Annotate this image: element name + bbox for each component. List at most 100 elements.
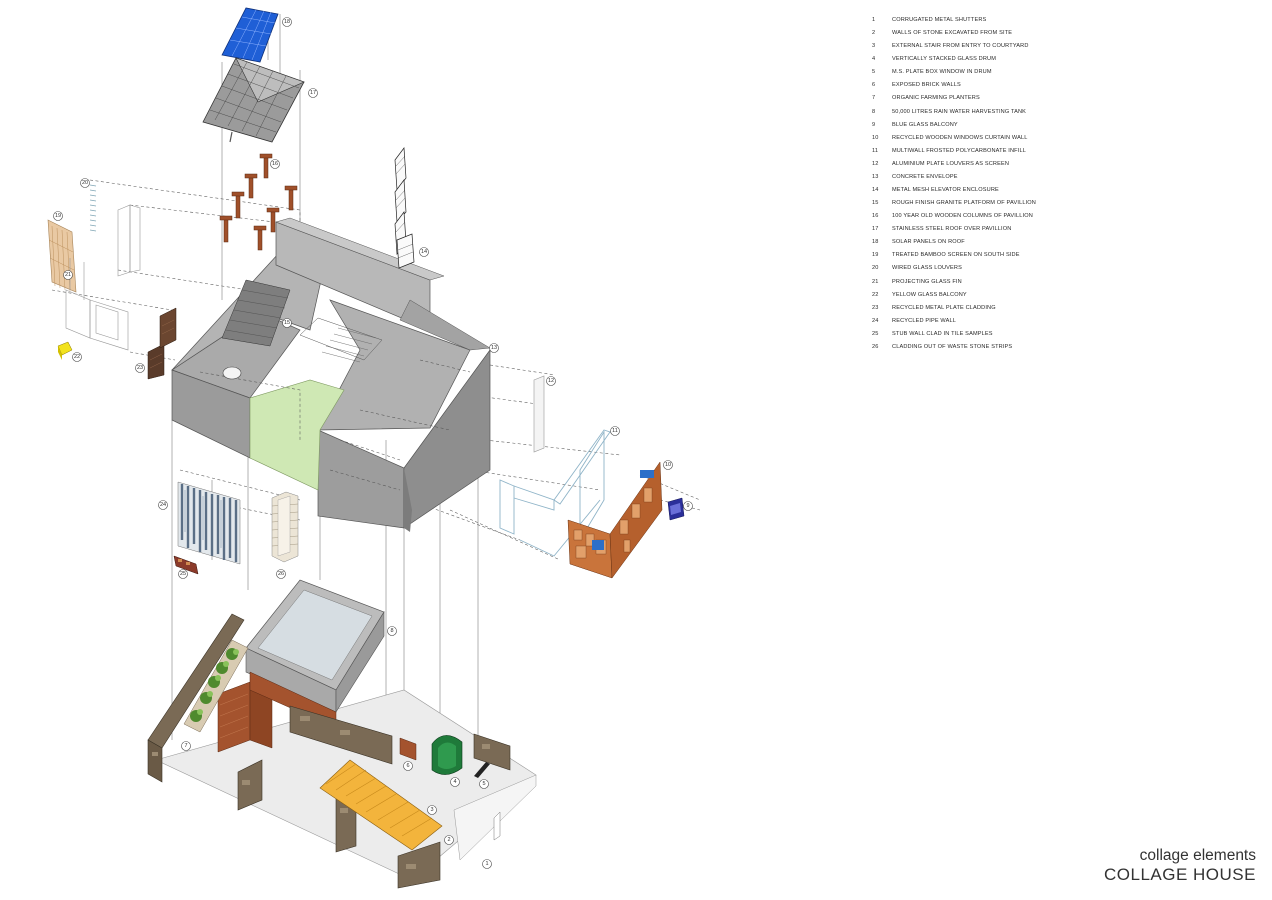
legend-label: VERTICALLY STACKED GLASS DRUM bbox=[892, 56, 997, 63]
polycarbonate-infill bbox=[499, 429, 611, 557]
svg-text:20: 20 bbox=[82, 180, 88, 186]
legend-item: 19 TREATED BAMBOO SCREEN ON SOUTH SIDE bbox=[872, 249, 1112, 262]
projecting-glass-fin bbox=[65, 258, 129, 351]
legend-item: 10 RECYCLED WOODEN WINDOWS CURTAIN WALL bbox=[872, 132, 1112, 145]
callout-17: 17 bbox=[308, 88, 318, 98]
callout-4: 4 bbox=[450, 777, 460, 787]
legend-number: 26 bbox=[872, 343, 879, 350]
legend-number: 21 bbox=[872, 278, 879, 285]
drawing-title: COLLAGE HOUSE bbox=[1104, 865, 1256, 884]
glass-drum bbox=[431, 735, 463, 775]
legend-number: 5 bbox=[872, 69, 876, 76]
legend-number: 1 bbox=[872, 17, 876, 23]
legend-number: 22 bbox=[872, 291, 879, 298]
legend-label: PROJECTING GLASS FIN bbox=[892, 278, 962, 285]
legend-label: ORGANIC FARMING PLANTERS bbox=[892, 95, 980, 102]
legend-label: CONCRETE ENVELOPE bbox=[892, 173, 958, 180]
legend-label: SOLAR PANELS ON ROOF bbox=[892, 239, 965, 246]
svg-text:2: 2 bbox=[447, 837, 450, 843]
legend-number: 8 bbox=[872, 108, 876, 115]
callout-25: 25 bbox=[178, 569, 188, 579]
legend-label: WALLS OF STONE EXCAVATED FROM SITE bbox=[892, 30, 1013, 37]
callout-26: 26 bbox=[276, 569, 286, 579]
legend-label: ALUMINIUM PLATE LOUVERS AS SCREEN bbox=[892, 160, 1010, 167]
legend-number: 12 bbox=[872, 160, 879, 167]
blue-glass-balcony bbox=[667, 497, 685, 521]
svg-text:7: 7 bbox=[184, 743, 187, 749]
svg-text:14: 14 bbox=[421, 249, 427, 255]
svg-text:16: 16 bbox=[272, 161, 278, 167]
legend-label: STUB WALL CLAD IN TILE SAMPLES bbox=[892, 330, 993, 337]
legend-item: 12 ALUMINIUM PLATE LOUVERS AS SCREEN bbox=[872, 158, 1112, 171]
callout-22: 22 bbox=[72, 352, 82, 362]
legend-label: TREATED BAMBOO SCREEN ON SOUTH SIDE bbox=[892, 252, 1020, 259]
callout-5: 5 bbox=[479, 779, 489, 789]
corrugated-shutters bbox=[493, 811, 501, 841]
callout-14: 14 bbox=[419, 247, 429, 257]
legend-number: 20 bbox=[872, 265, 879, 272]
legend-number: 23 bbox=[872, 304, 879, 311]
legend-label: RECYCLED WOODEN WINDOWS CURTAIN WALL bbox=[892, 134, 1028, 141]
wired-glass-louvers bbox=[89, 184, 97, 232]
legend-number: 25 bbox=[872, 330, 879, 337]
svg-text:19: 19 bbox=[55, 213, 61, 219]
waste-stone-cladding bbox=[271, 491, 299, 563]
callout-21: 21 bbox=[63, 270, 73, 280]
svg-text:24: 24 bbox=[160, 502, 166, 508]
legend-number: 11 bbox=[872, 147, 879, 154]
callout-11: 11 bbox=[610, 426, 620, 436]
callout-18: 18 bbox=[282, 17, 292, 27]
legend-label: EXTERNAL STAIR FROM ENTRY TO COURTYARD bbox=[892, 43, 1029, 50]
bamboo-screen bbox=[47, 219, 77, 293]
callout-8: 8 bbox=[387, 626, 397, 636]
callout-13: 13 bbox=[489, 343, 499, 353]
legend-number: 10 bbox=[872, 134, 879, 141]
legend-number: 7 bbox=[872, 95, 876, 102]
callout-9: 9 bbox=[683, 501, 693, 511]
svg-text:26: 26 bbox=[278, 571, 284, 577]
legend-label: EXPOSED BRICK WALLS bbox=[892, 82, 961, 89]
metal-mesh-elevator bbox=[394, 147, 415, 269]
wooden-windows-curtain-wall bbox=[567, 461, 663, 579]
rain-water-tank bbox=[245, 579, 385, 714]
legend-number: 18 bbox=[872, 239, 879, 246]
stub-wall-tiles bbox=[173, 555, 199, 575]
organic-planters bbox=[183, 639, 249, 733]
solar-panels bbox=[221, 7, 279, 63]
box-window bbox=[474, 762, 490, 778]
svg-text:11: 11 bbox=[612, 428, 618, 434]
svg-text:22: 22 bbox=[74, 354, 80, 360]
legend-number: 15 bbox=[872, 200, 879, 207]
svg-text:5: 5 bbox=[482, 781, 485, 787]
title-block: collage elements COLLAGE HOUSE bbox=[1104, 846, 1256, 885]
legend-label: RECYCLED PIPE WALL bbox=[892, 317, 957, 324]
svg-text:4: 4 bbox=[453, 779, 456, 785]
callout-24: 24 bbox=[158, 500, 168, 510]
yellow-glass-balcony bbox=[57, 341, 73, 360]
callout-16: 16 bbox=[270, 159, 280, 169]
callout-1: 1 bbox=[482, 859, 492, 869]
legend-number: 9 bbox=[872, 121, 876, 128]
wooden-columns bbox=[219, 153, 298, 251]
svg-text:1: 1 bbox=[485, 861, 488, 867]
callout-20: 20 bbox=[80, 178, 90, 188]
legend-number: 19 bbox=[872, 252, 879, 259]
callout-markers: 1 2 3 4 5 6 7 8 9 10 11 12 13 14 15 16 1… bbox=[53, 17, 693, 869]
callout-6: 6 bbox=[403, 761, 413, 771]
concrete-envelope bbox=[171, 217, 491, 532]
stone-walls bbox=[147, 613, 511, 889]
legend-label: METAL MESH ELEVATOR ENCLOSURE bbox=[892, 187, 999, 194]
